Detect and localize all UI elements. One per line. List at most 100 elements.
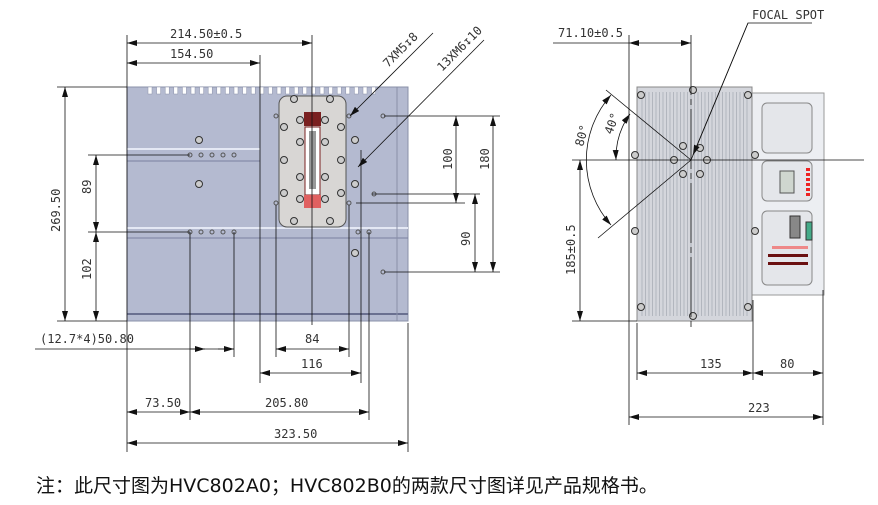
- fin: [345, 86, 351, 95]
- led-indicator-icon: [806, 178, 810, 181]
- hole: [346, 113, 352, 119]
- screw-icon: [689, 86, 697, 94]
- led-indicator-icon: [806, 193, 810, 196]
- dim-71-10: 71.10±0.5: [558, 26, 623, 40]
- fin: [293, 86, 299, 95]
- fin: [354, 86, 359, 95]
- fin: [190, 86, 196, 95]
- dim-223: 223: [748, 401, 770, 415]
- device-body: [126, 86, 409, 322]
- screw-icon: [631, 227, 639, 235]
- dim-323-50: 323.50: [274, 427, 317, 441]
- dim-102: 102: [80, 258, 94, 280]
- heatsink-fins: [147, 86, 376, 95]
- screw-icon: [296, 173, 304, 181]
- fin: [233, 86, 239, 95]
- screw-icon: [321, 138, 329, 146]
- window-top: [304, 112, 321, 126]
- screw-icon: [280, 123, 288, 131]
- dim-89: 89: [80, 180, 94, 194]
- dim-90: 90: [459, 232, 473, 246]
- fin: [242, 86, 247, 95]
- fin: [319, 86, 325, 95]
- screw-icon: [326, 95, 334, 103]
- screw-icon: [296, 195, 304, 203]
- screw-icon: [296, 138, 304, 146]
- screw-icon: [290, 95, 298, 103]
- fin: [173, 86, 179, 95]
- dim-80: 80: [780, 357, 794, 371]
- dim-135: 135: [700, 357, 722, 371]
- dim-50-80: (12.7*4)50.80: [40, 332, 134, 346]
- fin: [336, 86, 342, 95]
- dim-214-50: 214.50±0.5: [170, 27, 242, 41]
- caption-note: 注：此尺寸图为HVC802A0；HVC802B0的两款尺寸图详见产品规格书。: [36, 475, 658, 497]
- screw-icon: [351, 180, 359, 188]
- screw-icon: [321, 195, 329, 203]
- hole: [273, 113, 279, 119]
- led-indicator-icon: [806, 183, 810, 186]
- hole: [198, 152, 204, 158]
- m6-callout: 13XM6↧10: [434, 23, 485, 74]
- screw-icon: [696, 170, 704, 178]
- fin: [156, 86, 161, 95]
- screw-icon: [290, 217, 298, 225]
- fin: [199, 86, 204, 95]
- dim-84: 84: [305, 332, 319, 346]
- screw-icon: [337, 123, 345, 131]
- hole: [198, 229, 204, 235]
- screw-icon: [337, 189, 345, 197]
- fin: [225, 86, 230, 95]
- hole: [209, 152, 215, 158]
- led-indicator-icon: [806, 173, 810, 176]
- hole: [209, 229, 215, 235]
- dim-100: 100: [441, 148, 455, 170]
- screw-icon: [351, 249, 359, 257]
- dim-269-50: 269.50: [49, 189, 63, 232]
- screw-icon: [679, 142, 687, 150]
- screw-icon: [351, 136, 359, 144]
- dim-185: 185±0.5: [564, 224, 578, 275]
- screw-icon: [296, 116, 304, 124]
- screw-icon: [679, 170, 687, 178]
- dim-205-80: 205.80: [265, 396, 308, 410]
- screw-icon: [321, 116, 329, 124]
- screw-icon: [637, 303, 645, 311]
- fin: [311, 86, 316, 95]
- angle-80: 80°: [572, 123, 591, 148]
- screw-icon: [631, 151, 639, 159]
- screw-icon: [751, 151, 759, 159]
- screw-icon: [280, 189, 288, 197]
- hole: [220, 229, 226, 235]
- focal-spot-label: FOCAL SPOT: [752, 8, 824, 22]
- fin: [147, 86, 153, 95]
- fin: [207, 86, 213, 95]
- screw-icon: [337, 156, 345, 164]
- fin: [182, 86, 187, 95]
- screw-icon: [195, 136, 203, 144]
- fin: [164, 86, 170, 95]
- screw-icon: [280, 156, 288, 164]
- led-indicator-icon: [806, 188, 810, 191]
- side-view: 71.10±0.5 FOCAL SPOT 80° 40° 185±0.5 135…: [553, 8, 864, 425]
- front-view: 7XM5↧8 13XM6↧10 214.50±0.5 154.50 269.50…: [35, 23, 500, 452]
- screw-icon: [696, 144, 704, 152]
- fin: [276, 86, 282, 95]
- fin: [328, 86, 333, 95]
- m5-callout: 7XM5↧8: [380, 30, 421, 71]
- screw-icon: [744, 91, 752, 99]
- dim-116: 116: [301, 357, 323, 371]
- fin: [268, 86, 273, 95]
- dim-180: 180: [478, 148, 492, 170]
- screw-icon: [637, 91, 645, 99]
- angle-40: 40°: [602, 111, 623, 136]
- screw-icon: [751, 227, 759, 235]
- fin: [302, 86, 308, 95]
- fin: [362, 86, 368, 95]
- dim-154-50: 154.50: [170, 47, 213, 61]
- dim-73-50: 73.50: [145, 396, 181, 410]
- hole: [220, 152, 226, 158]
- fin: [216, 86, 222, 95]
- screw-icon: [321, 173, 329, 181]
